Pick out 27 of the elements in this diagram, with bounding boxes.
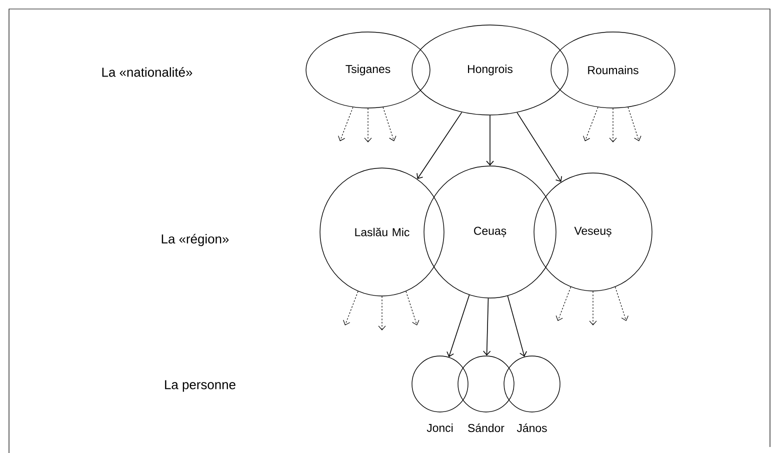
person-name: Sándor: [468, 424, 504, 432]
arrow: [482, 298, 491, 356]
arrow: [516, 112, 562, 182]
arrow: [338, 106, 354, 142]
level-label: La «région»: [162, 234, 229, 246]
arrow: [614, 286, 628, 322]
arrow: [556, 286, 572, 322]
arrow: [628, 106, 642, 142]
arrow: [382, 106, 396, 142]
arrow: [507, 296, 527, 357]
arrow: [364, 108, 372, 142]
level-label: La personne: [165, 380, 236, 392]
person-name: János: [516, 424, 547, 432]
arrow: [589, 291, 597, 326]
arrow: [583, 106, 598, 142]
arrow: [378, 296, 386, 330]
person-circle: [458, 356, 514, 412]
arrow: [343, 291, 358, 326]
arrow: [609, 108, 617, 142]
person-circle: [412, 356, 468, 412]
level-label: La «nationalité»: [102, 67, 192, 77]
arrow: [446, 294, 470, 358]
person-name: Jonci: [426, 424, 453, 432]
person-circle: [504, 356, 560, 412]
arrow: [486, 114, 494, 166]
arrow: [406, 291, 420, 326]
arrow: [416, 112, 462, 179]
